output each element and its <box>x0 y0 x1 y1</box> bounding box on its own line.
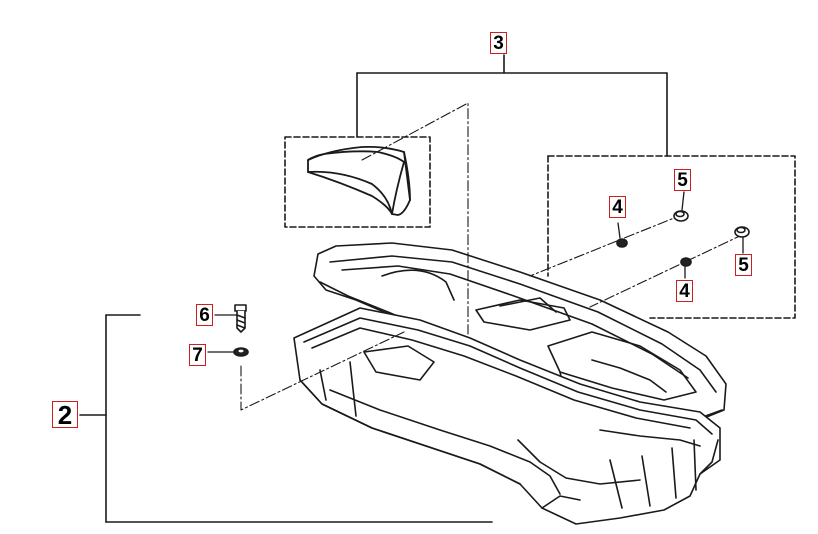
callout-part-4-lower: 4 <box>676 280 693 302</box>
assembly-centerlines <box>240 102 745 411</box>
callout-part-4-upper: 4 <box>609 196 626 218</box>
part-5-cap-upper <box>673 210 689 222</box>
callout-leaders <box>207 191 744 353</box>
part-4-nut-lower <box>680 257 692 267</box>
part-6-screw <box>234 304 247 333</box>
callout-part-5-lower: 5 <box>735 254 752 276</box>
callout-part-5-upper: 5 <box>674 169 691 191</box>
seal-pad <box>307 145 411 216</box>
assembly-3-bracket <box>356 54 668 157</box>
callout-assembly-3: 3 <box>490 32 507 54</box>
callout-assembly-2: 2 <box>52 401 78 428</box>
hardware-detail-box <box>547 155 796 319</box>
part-4-nut-upper <box>616 238 628 248</box>
assembly-2-bracket <box>79 314 493 523</box>
seal-pad-detail-box <box>284 136 431 228</box>
part-5-cap-lower <box>734 226 750 238</box>
box-shell <box>293 307 721 525</box>
part-7-washer <box>233 347 249 357</box>
callout-part-6: 6 <box>196 304 213 326</box>
callout-part-7: 7 <box>189 344 206 366</box>
